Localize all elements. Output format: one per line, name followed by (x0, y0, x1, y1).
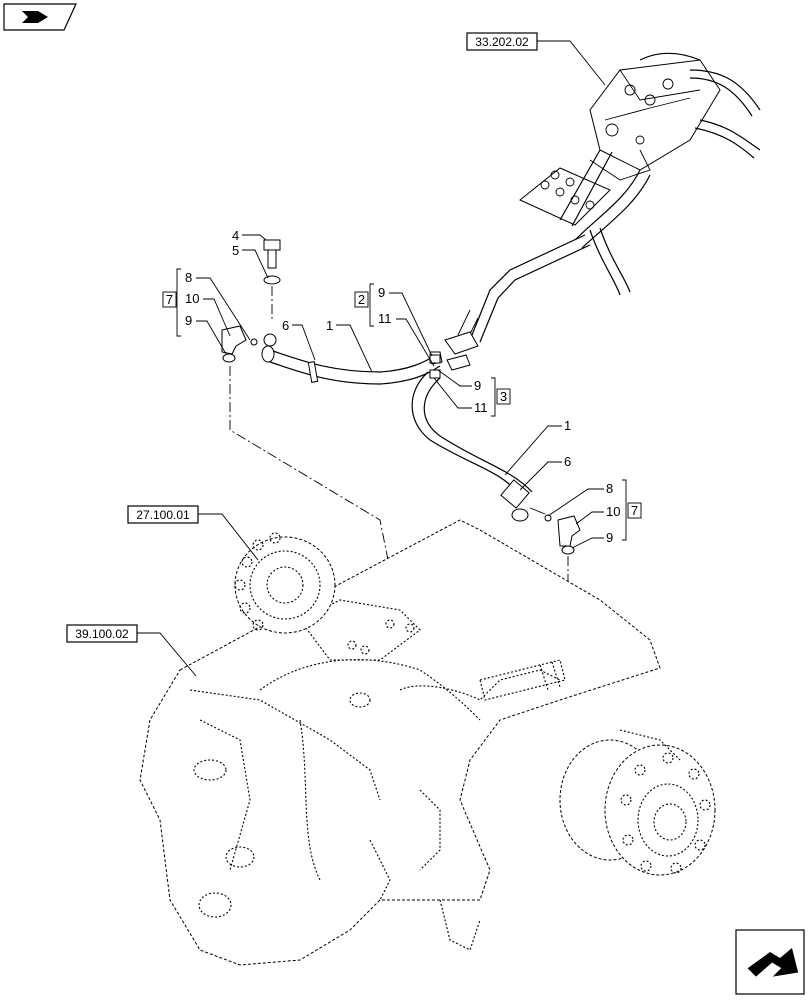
bracket-right (622, 479, 627, 541)
left-elbow-fitting (221, 325, 258, 363)
callout-8-left: 8 (185, 270, 192, 285)
right-elbow-fitting (544, 514, 581, 555)
hose-lower (411, 371, 546, 522)
book-arrow-icon[interactable] (3, 3, 77, 31)
hydraulic-valve-assembly (519, 52, 761, 296)
junction-fittings (429, 331, 479, 379)
supply-tubes (457, 234, 591, 343)
callout-4: 4 (232, 228, 239, 243)
callout-2: 2 (358, 292, 365, 307)
callout-7-left-box (162, 291, 177, 308)
callout-2-box (354, 291, 369, 308)
callout-1-left: 1 (326, 318, 333, 333)
svg-text:39.100.02: 39.100.02 (75, 627, 129, 641)
callout-3: 3 (500, 389, 507, 404)
hose-upper (261, 333, 443, 385)
right-wheel-hub (559, 729, 716, 876)
callout-8-right: 8 (606, 481, 613, 496)
left-wheel-hub (234, 532, 336, 634)
next-page-arrow-icon[interactable] (735, 929, 805, 995)
callout-9-mid: 9 (474, 378, 481, 393)
callout-5: 5 (232, 243, 239, 258)
callout-9-right: 9 (606, 530, 613, 545)
callout-7-right: 7 (631, 503, 638, 518)
callout-9-left: 9 (185, 313, 192, 328)
bolt-and-washer (263, 239, 281, 320)
callout-6-right: 6 (564, 454, 571, 469)
axle-frame (139, 519, 661, 966)
callout-11-mid: 11 (474, 400, 488, 415)
callout-3-box (496, 388, 511, 405)
svg-text:33.202.02: 33.202.02 (475, 35, 529, 49)
callout-11-top: 11 (378, 311, 392, 326)
callout-7-left: 7 (166, 292, 173, 307)
callout-7-right-box (627, 502, 642, 519)
ref-box-33-202-02[interactable]: 33.202.02 (466, 32, 606, 86)
callout-1-right: 1 (564, 418, 571, 433)
bracket-left (176, 268, 181, 337)
ref-box-27-100-01[interactable]: 27.100.01 (127, 505, 259, 561)
ref-box-39-100-02[interactable]: 39.100.02 (66, 624, 197, 677)
callout-6-left: 6 (282, 318, 289, 333)
svg-text:27.100.01: 27.100.01 (136, 508, 190, 522)
callout-10-right: 10 (606, 504, 620, 519)
callout-10-left: 10 (185, 291, 199, 306)
callout-9-top: 9 (378, 285, 385, 300)
